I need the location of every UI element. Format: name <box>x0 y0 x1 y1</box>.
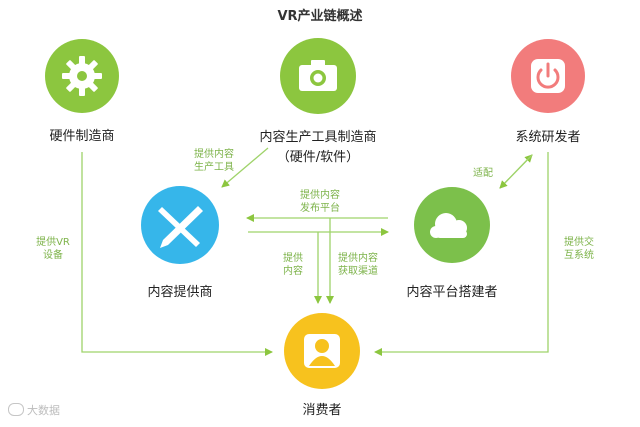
connectors <box>81 147 549 356</box>
hardware-label: 硬件制造商 <box>49 129 115 144</box>
watermark: 大数据 <box>8 402 60 418</box>
node-content <box>141 186 219 264</box>
edge-system-consumer <box>374 152 549 356</box>
edge-label-tools-content: 提供内容 生产工具 <box>194 149 234 173</box>
camera-icon <box>299 60 337 91</box>
edge-tools-content <box>221 147 269 188</box>
consumer-label: 消费者 <box>302 403 342 418</box>
edge-label-content-platform: 提供内容 发布平台 <box>300 190 340 214</box>
node-platform <box>414 187 490 263</box>
tools-sublabel: （硬件/软件） <box>276 150 360 165</box>
edge-hardware-consumer <box>81 152 273 356</box>
node-hardware <box>45 39 119 113</box>
gear-icon <box>62 56 102 96</box>
node-consumer <box>284 313 360 389</box>
content-label: 内容提供商 <box>147 285 213 300</box>
diagram-title: VR产业链概述 <box>277 9 363 24</box>
watermark-text: 大数据 <box>27 404 60 417</box>
edge-platform-system <box>499 154 533 189</box>
edge-label-system-consumer: 提供交 互系统 <box>564 237 594 261</box>
edge-label-content-consumer: 提供 内容 <box>283 253 303 277</box>
cloud-icon <box>430 213 467 238</box>
tools-label: 内容生产工具制造商 <box>259 130 377 145</box>
node-system <box>511 39 585 113</box>
power-icon <box>531 59 565 93</box>
system-label: 系统研发者 <box>515 130 581 145</box>
platform-label: 内容平台搭建者 <box>406 285 498 300</box>
edge-label-platform-consumer: 提供内容 获取渠道 <box>338 253 378 277</box>
edge-label-hardware-consumer: 提供VR 设备 <box>36 237 70 261</box>
edge-label-system-platform: 适配 <box>473 168 493 179</box>
node-tools <box>280 38 356 114</box>
person-icon <box>304 334 340 368</box>
weibo-icon <box>8 403 24 416</box>
pen-icon <box>158 206 203 248</box>
